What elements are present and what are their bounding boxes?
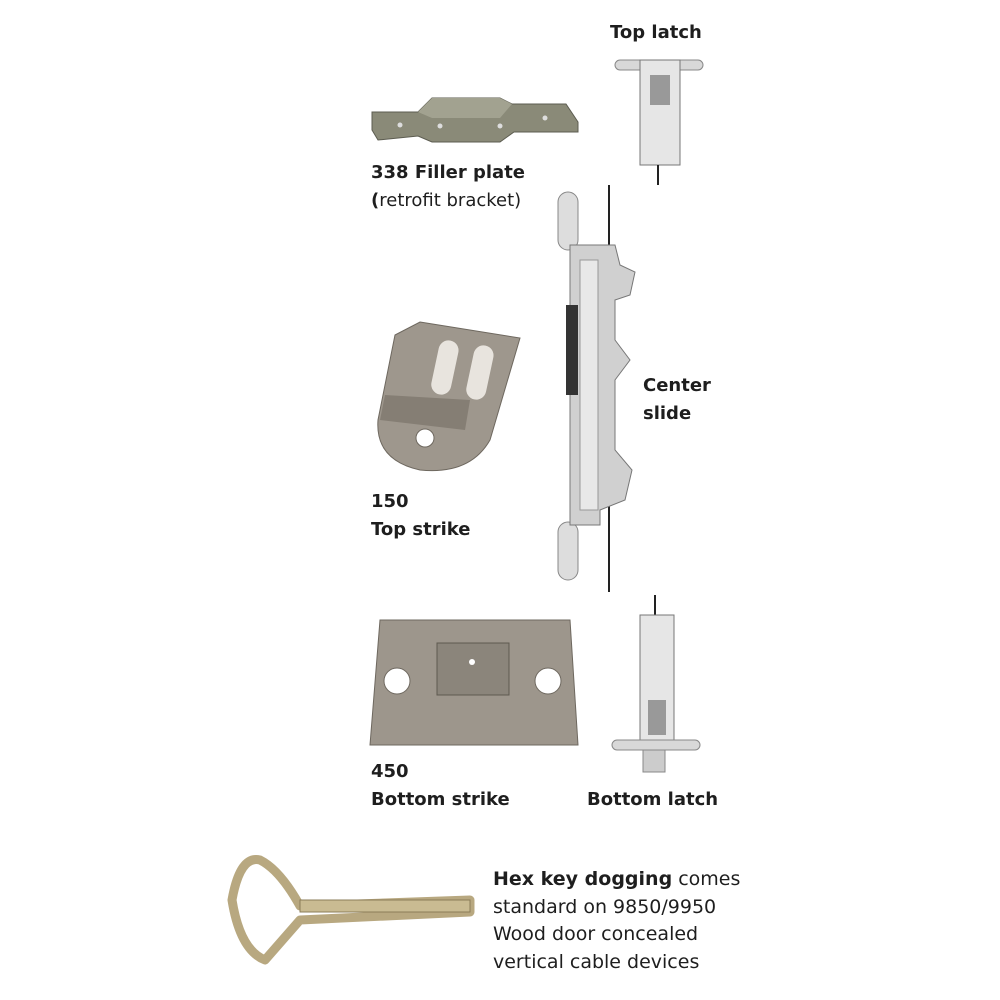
hex-key-note: Hex key dogging comes standard on 9850/9… — [493, 866, 740, 976]
paren: ( — [371, 190, 380, 211]
hex-key-line3: Wood door concealed — [493, 923, 699, 945]
top-latch-label: Top latch — [610, 22, 702, 43]
bottom-latch-image — [611, 595, 701, 773]
hex-key-image — [227, 855, 475, 965]
center-slide-label-2: slide — [643, 403, 692, 424]
hex-key-title: Hex key dogging — [493, 868, 673, 890]
filler-plate-sublabel: (retrofit bracket) — [371, 187, 521, 215]
filler-plate-sub-text: retrofit bracket) — [379, 190, 522, 211]
hex-key-line1: comes — [672, 868, 741, 890]
filler-plate-image — [371, 97, 579, 143]
bottom-strike-number: 450 — [371, 761, 409, 782]
top-strike-number: 150 — [371, 491, 409, 512]
filler-plate-label: 338 Filler plate — [371, 162, 526, 183]
bottom-strike-label: Bottom strike — [371, 789, 510, 810]
bottom-latch-label: Bottom latch — [587, 789, 719, 810]
hex-key-line2: standard on 9850/9950 — [493, 895, 717, 918]
center-slide-label-1: Center — [643, 375, 711, 396]
top-strike-label: Top strike — [371, 519, 471, 540]
top-strike-image — [377, 321, 521, 472]
center-slide-image — [557, 185, 636, 592]
bottom-strike-image — [369, 619, 579, 746]
hex-key-line4: vertical cable devices — [493, 950, 700, 973]
top-latch-image — [614, 59, 704, 185]
